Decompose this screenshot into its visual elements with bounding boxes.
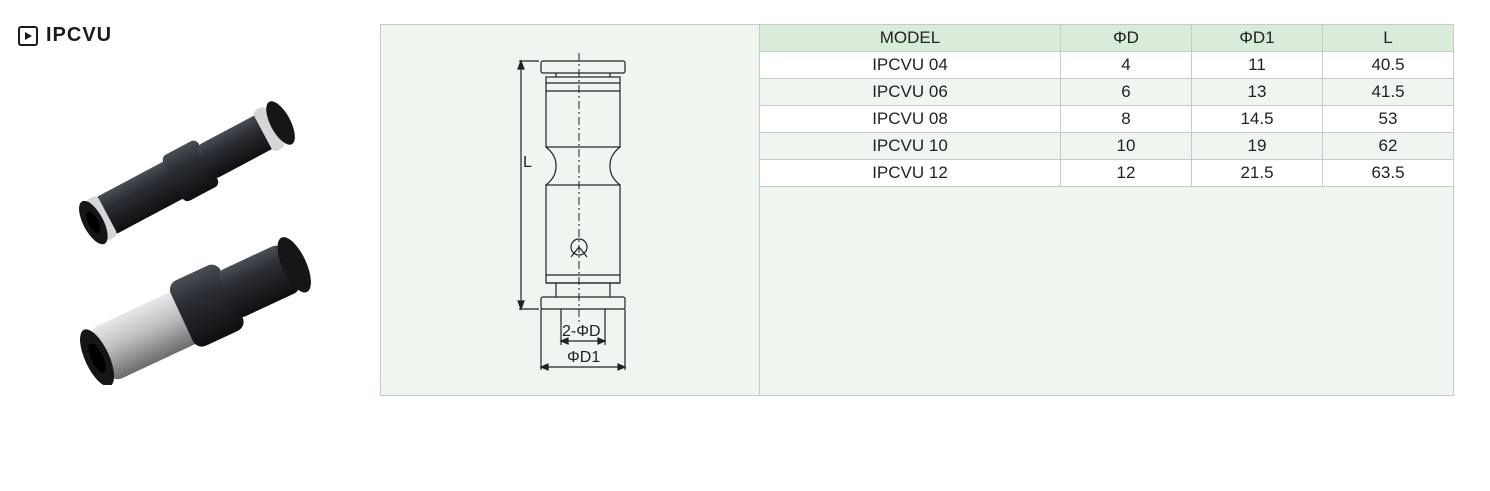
cell-l: 41.5 [1322,78,1454,106]
dimension-label-D: 2-ΦD [562,323,601,340]
cell-d: 6 [1060,78,1192,106]
table-row: IPCVU 04 4 11 40.5 [759,51,1454,79]
cell-d: 8 [1060,105,1192,133]
cell-d1: 21.5 [1191,159,1323,187]
play-icon [18,25,38,46]
technical-drawing: L 2-ΦD ΦD1 [381,25,760,395]
cell-d1: 14.5 [1191,105,1323,133]
fitting-photo-2 [80,237,311,385]
cell-d1: 13 [1191,78,1323,106]
header-d: ΦD [1060,24,1192,52]
dimension-label-D1: ΦD1 [567,349,600,366]
cell-d: 4 [1060,51,1192,79]
table-row: IPCVU 06 6 13 41.5 [759,78,1454,106]
cell-model: IPCVU 12 [759,159,1061,187]
title-text: IPCVU [46,24,113,46]
table-header-row: MODEL ΦD ΦD1 L [759,24,1454,52]
dimension-label-L: L [523,154,532,171]
product-photo [79,101,311,385]
spec-table: MODEL ΦD ΦD1 L IPCVU 04 4 11 40.5 IPCVU … [759,24,1454,187]
header-l: L [1322,24,1454,52]
header-model: MODEL [759,24,1061,52]
table-row: IPCVU 08 8 14.5 53 [759,105,1454,133]
cell-model: IPCVU 10 [759,132,1061,160]
cell-model: IPCVU 08 [759,105,1061,133]
section-title: IPCVU [18,24,112,47]
cell-model: IPCVU 06 [759,78,1061,106]
cell-l: 63.5 [1322,159,1454,187]
cell-d1: 19 [1191,132,1323,160]
cell-l: 40.5 [1322,51,1454,79]
fitting-photo-1 [79,101,295,245]
cell-d1: 11 [1191,51,1323,79]
cell-d: 10 [1060,132,1192,160]
cell-l: 62 [1322,132,1454,160]
cell-model: IPCVU 04 [759,51,1061,79]
table-row: IPCVU 10 10 19 62 [759,132,1454,160]
header-d1: ΦD1 [1191,24,1323,52]
cell-l: 53 [1322,105,1454,133]
cell-d: 12 [1060,159,1192,187]
table-row: IPCVU 12 12 21.5 63.5 [759,159,1454,187]
